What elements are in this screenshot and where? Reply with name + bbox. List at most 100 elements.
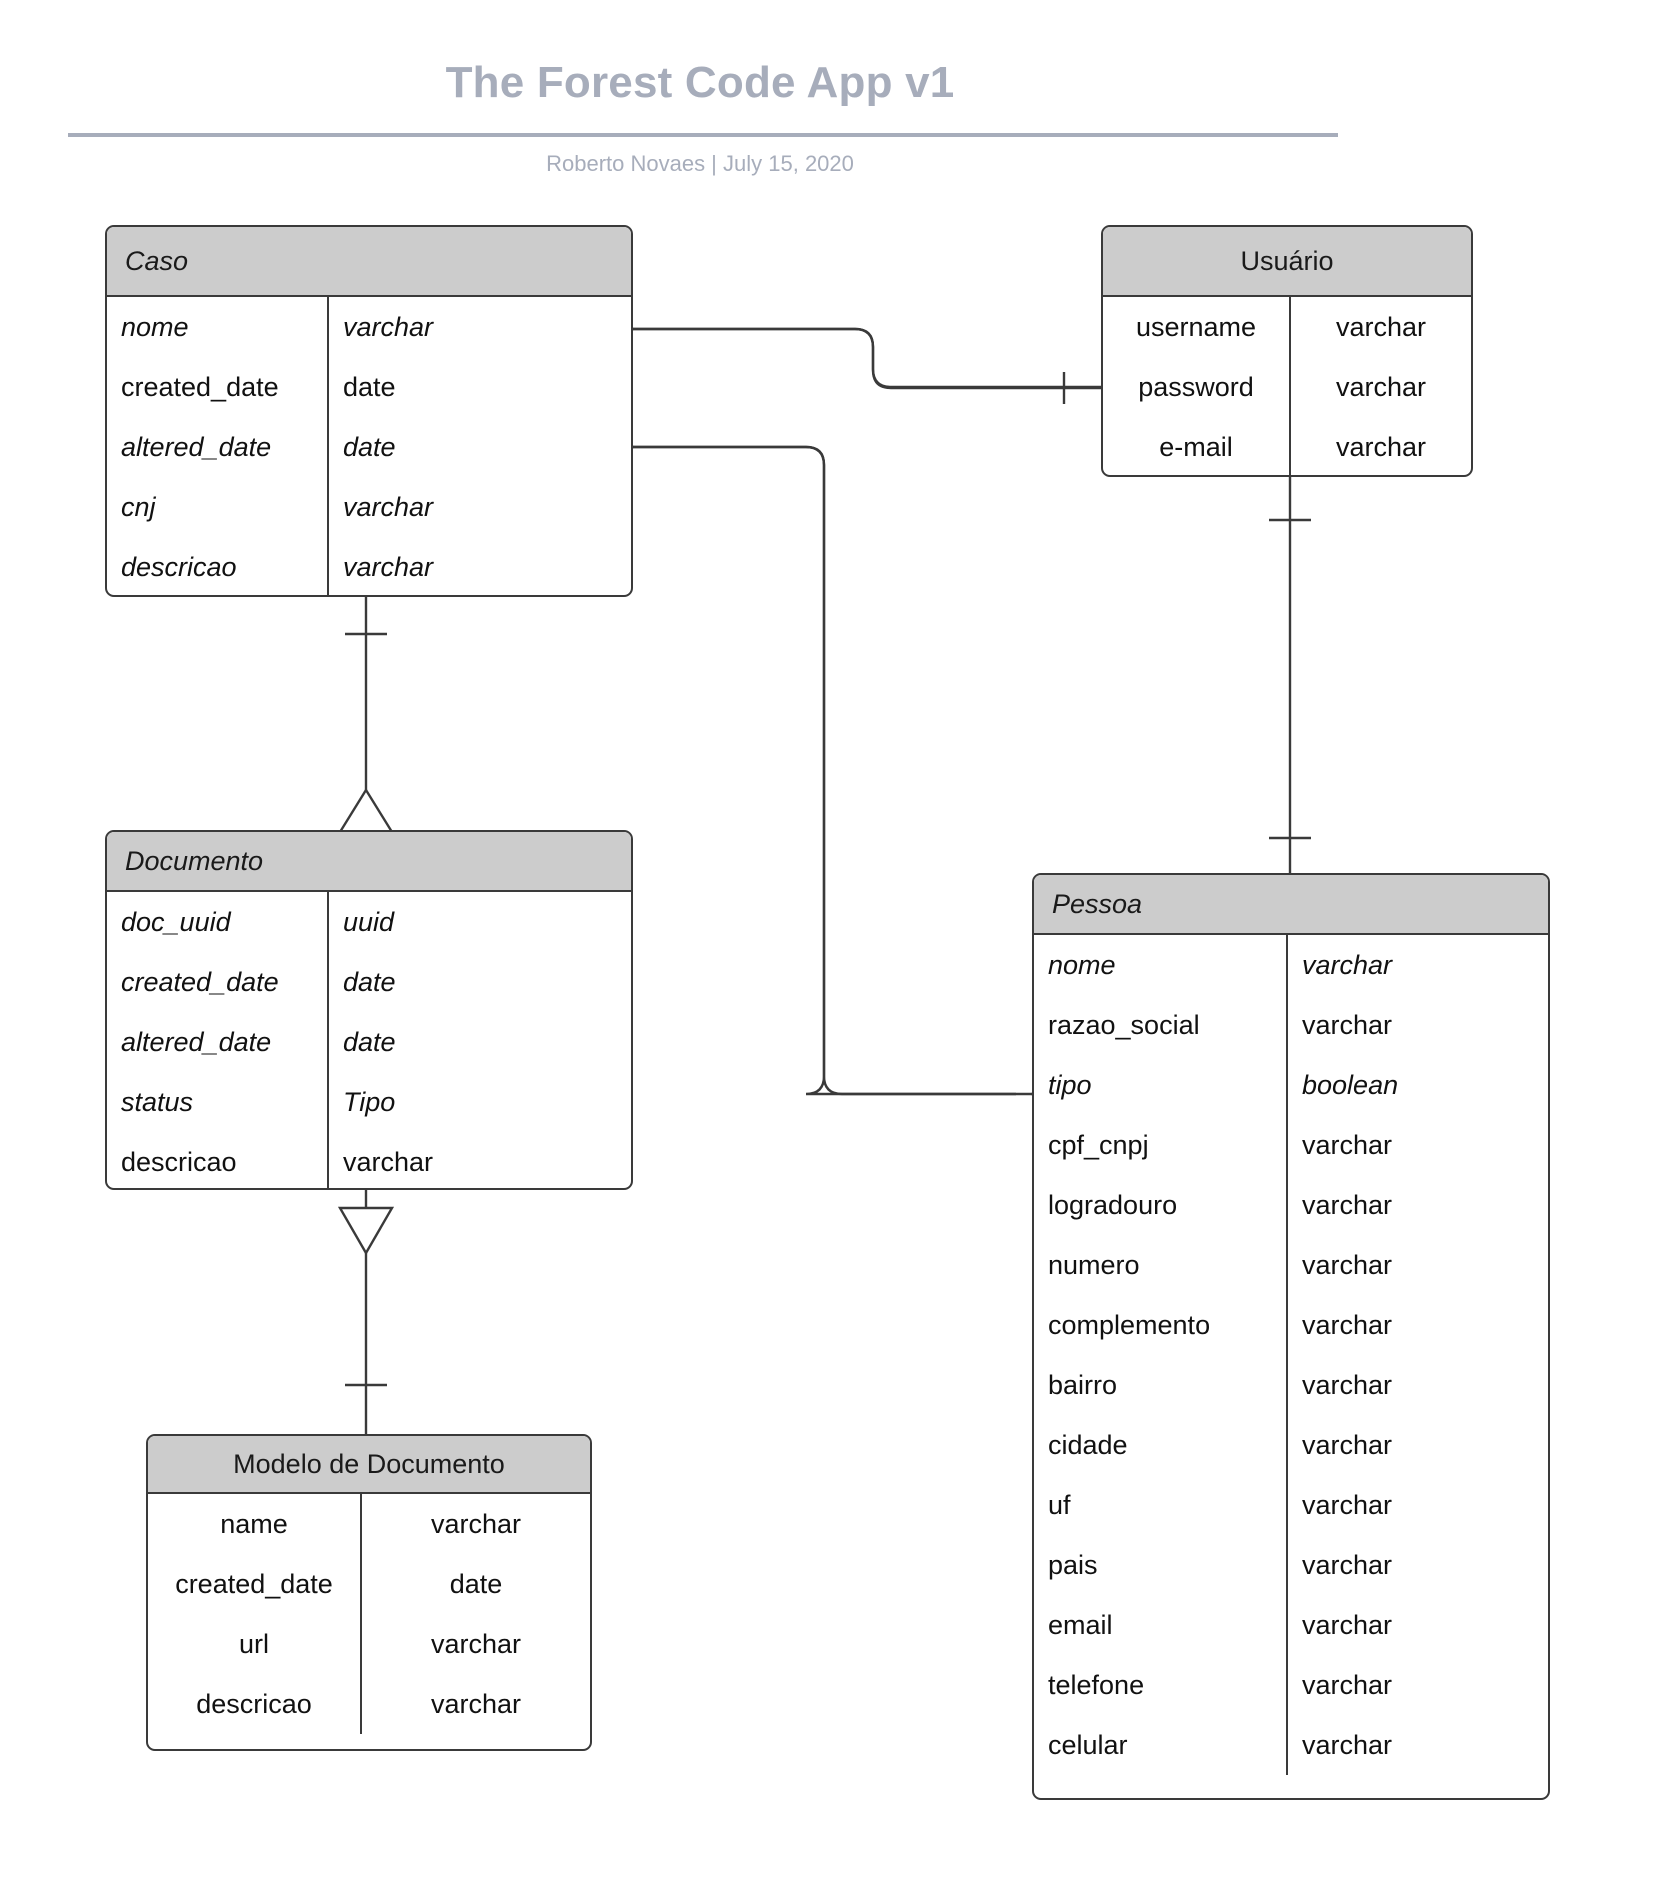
field-type: varchar [1302, 1189, 1393, 1220]
entity-pessoa-field-row: logradouro varchar [1034, 1175, 1548, 1235]
field-type: varchar [1302, 949, 1393, 980]
field-type: varchar [343, 1146, 434, 1177]
entity-pessoa-field-row: nome varchar [1034, 935, 1548, 995]
field-name: password [1103, 357, 1291, 417]
relationship-caso-pessoa [627, 445, 1016, 1096]
entity-usuario-field-row: password varchar [1103, 357, 1471, 417]
entity-pessoa-field-row: numero varchar [1034, 1235, 1548, 1295]
entity-documento-field-row: descricao varchar [107, 1132, 631, 1188]
entity-caso-field-row: created_date date [107, 357, 631, 417]
field-name: altered_date [107, 1012, 329, 1072]
title-divider [68, 133, 1338, 137]
entity-usuario-fields: username varchar password varchar e-mail varc… [1103, 297, 1471, 475]
entity-usuario-header: Usuário [1103, 227, 1471, 297]
entity-caso-field-row: nome varchar [107, 297, 631, 357]
entity-caso[interactable]: Caso nome varchar created_date date altered_… [105, 225, 633, 597]
field-name: email [1034, 1595, 1288, 1655]
field-type: varchar [1302, 1729, 1393, 1760]
field-name: pais [1034, 1535, 1288, 1595]
field-name: nome [107, 297, 329, 357]
entity-usuario[interactable]: Usuário username varchar password varchar e-… [1101, 225, 1473, 477]
entity-caso-field-row: cnj varchar [107, 477, 631, 537]
field-type: varchar [1302, 1249, 1393, 1280]
entity-caso-header: Caso [107, 227, 631, 297]
field-type: varchar [1335, 311, 1427, 342]
field-name: bairro [1034, 1355, 1288, 1415]
entity-pessoa-title: Pessoa [1052, 888, 1143, 919]
field-name: celular [1034, 1715, 1288, 1775]
field-name: numero [1034, 1235, 1288, 1295]
field-type: varchar [430, 1688, 522, 1719]
entity-pessoa-field-row: telefone varchar [1034, 1655, 1548, 1715]
page-subtitle: Roberto Novaes | July 15, 2020 [546, 151, 854, 176]
field-name: e-mail [1103, 417, 1291, 475]
field-type: varchar [1335, 431, 1427, 462]
field-type: uuid [343, 906, 395, 937]
field-type: date [343, 966, 396, 997]
entity-caso-title: Caso [125, 245, 189, 276]
entity-usuario-title: Usuário [1240, 245, 1334, 276]
field-name: tipo [1034, 1055, 1288, 1115]
field-type: boolean [1302, 1069, 1399, 1100]
entity-usuario-field-row: username varchar [1103, 297, 1471, 357]
document-header: The Forest Code App v1 Roberto Novaes | … [0, 0, 1653, 185]
entity-documento-field-row: created_date date [107, 952, 631, 1012]
field-name: uf [1034, 1475, 1288, 1535]
field-type: varchar [430, 1628, 522, 1659]
entity-documento-field-row: doc_uuid uuid [107, 892, 631, 952]
field-name: created_date [107, 357, 329, 417]
entity-pessoa-field-row: email varchar [1034, 1595, 1548, 1655]
field-type: varchar [343, 311, 434, 342]
field-name: descricao [107, 537, 329, 595]
field-name: name [148, 1494, 362, 1554]
entity-documento-header: Documento [107, 832, 631, 892]
field-name: cpf_cnpj [1034, 1115, 1288, 1175]
field-type: varchar [343, 551, 434, 582]
entity-caso-field-row: descricao varchar [107, 537, 631, 595]
entity-documento-title: Documento [125, 845, 264, 876]
field-type: varchar [343, 491, 434, 522]
page-title: The Forest Code App v1 [445, 58, 955, 107]
field-type: varchar [1302, 1609, 1393, 1640]
entity-pessoa-field-row: celular varchar [1034, 1715, 1548, 1775]
field-name: nome [1034, 935, 1288, 995]
field-type: date [343, 371, 396, 402]
entity-modelo-header: Modelo de Documento [148, 1436, 590, 1494]
field-name: razao_social [1034, 995, 1288, 1055]
field-type: varchar [1302, 1669, 1393, 1700]
field-name: complemento [1034, 1295, 1288, 1355]
field-name: telefone [1034, 1655, 1288, 1715]
entity-documento-fields: doc_uuid uuid created_date date altered_date… [107, 892, 631, 1188]
field-name: created_date [148, 1554, 362, 1614]
entity-pessoa-header: Pessoa [1034, 875, 1548, 935]
field-name: altered_date [107, 417, 329, 477]
field-name: cnj [107, 477, 329, 537]
entity-pessoa-field-row: pais varchar [1034, 1535, 1548, 1595]
field-name: descricao [107, 1132, 329, 1188]
field-name: username [1103, 297, 1291, 357]
field-name: logradouro [1034, 1175, 1288, 1235]
field-type: varchar [1302, 1009, 1393, 1040]
field-type: varchar [1335, 371, 1427, 402]
field-name: status [107, 1072, 329, 1132]
field-type: varchar [1302, 1549, 1393, 1580]
entity-pessoa-field-row: razao_social varchar [1034, 995, 1548, 1055]
field-name: created_date [107, 952, 329, 1012]
field-name: doc_uuid [107, 892, 329, 952]
